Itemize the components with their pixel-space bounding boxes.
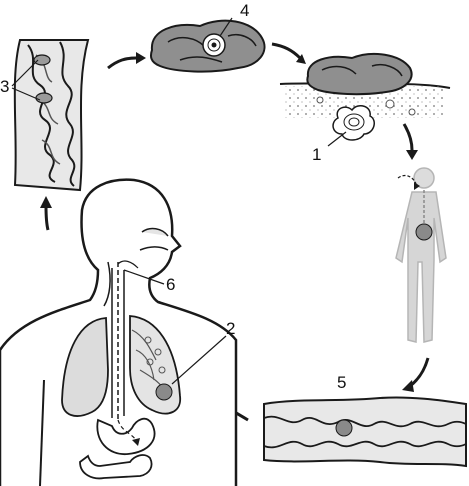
arrow-3-to-4-head	[136, 52, 146, 64]
label-2: 2	[226, 319, 235, 338]
stomach	[96, 417, 156, 455]
stool-with-egg	[150, 19, 266, 73]
human-figure-small	[395, 167, 447, 343]
worm-attached-1	[33, 54, 51, 66]
stool-on-soil	[279, 52, 451, 141]
worm-in-small-human	[415, 223, 433, 241]
intestine-upper	[79, 454, 153, 480]
lung-left	[61, 317, 109, 417]
label-1: 1	[312, 145, 321, 164]
arrow-4-to-1	[271, 42, 302, 60]
arrow-human-to-5-head	[402, 380, 414, 392]
worm-attached-2	[35, 92, 53, 104]
label-6: 6	[166, 275, 175, 294]
arrow-torso-to-3	[44, 205, 50, 231]
arrow-1-to-human	[402, 123, 414, 151]
arrow-1-to-human-head	[406, 150, 418, 160]
human-torso	[0, 178, 238, 486]
label-4: 4	[240, 1, 249, 20]
arrow-human-to-5	[409, 357, 430, 388]
larva-in-lung	[155, 383, 173, 401]
label-5: 5	[337, 373, 346, 392]
intestine-segment-bottom-right	[263, 396, 467, 468]
larva-in-intestine	[335, 419, 353, 437]
arrow-4-to-1-head	[296, 54, 306, 64]
arrow-3-to-4	[107, 56, 137, 70]
arrow-torso-to-3-head	[40, 196, 52, 208]
label-3: 3	[0, 77, 9, 96]
intestine-segment-top-left	[13, 39, 90, 192]
egg-in-soil	[332, 105, 375, 141]
